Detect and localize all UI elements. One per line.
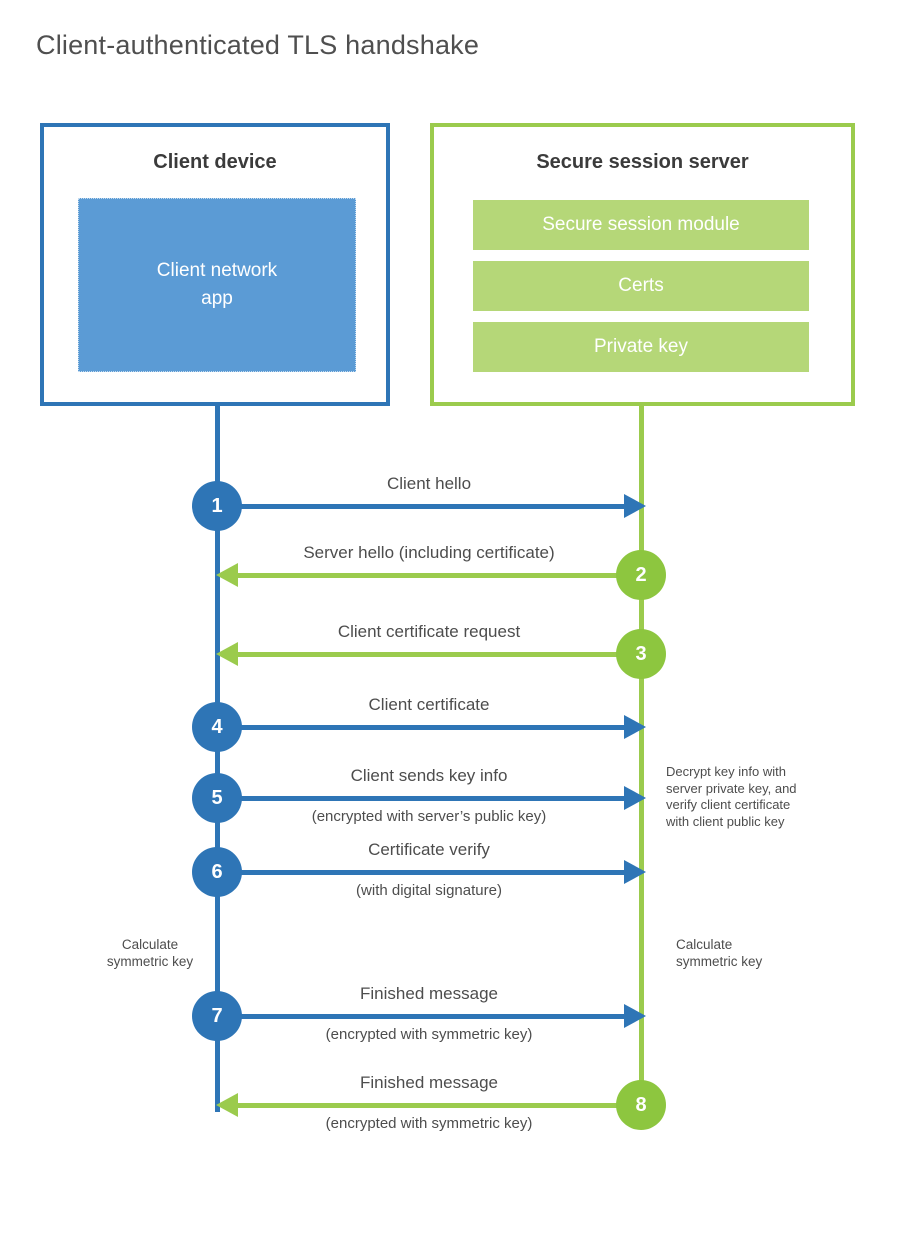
step-6-label: Certificate verify (368, 840, 490, 859)
step-6-number-badge: 6 (192, 847, 242, 897)
step-4-arrow (240, 725, 628, 730)
step-2-number-badge: 2 (616, 550, 666, 600)
step-7-label: Finished message (360, 984, 498, 1003)
step-5-number-badge: 5 (192, 773, 242, 823)
step-2-arrow (236, 573, 618, 578)
step-7-number-badge: 7 (192, 991, 242, 1041)
step-7-arrowhead-icon (624, 1004, 646, 1028)
step-8-label: Finished message (360, 1073, 498, 1092)
server-module-bar-secure-session-module: Secure session module (473, 200, 809, 250)
client-network-app-box: Client network app (78, 198, 356, 372)
diagram-title: Client-authenticated TLS handshake (36, 30, 480, 60)
step-7: 7 Finished message (encrypted with symme… (0, 976, 900, 1056)
server-title: Secure session server (536, 151, 749, 173)
step-6-sublabel: (with digital signature) (356, 882, 502, 899)
step-1-label: Client hello (386, 474, 472, 493)
step-1: 1 Client hello (0, 466, 900, 546)
step-3-arrowhead-icon (216, 642, 238, 666)
step-4-label: Client certificate (368, 695, 490, 714)
step-5-sublabel: (encrypted with server’s public key) (311, 808, 547, 825)
step-8-sublabel: (encrypted with symmetric key) (325, 1115, 533, 1132)
step-2-label: Server hello (including certificate) (303, 543, 555, 562)
step-5-arrowhead-icon (624, 786, 646, 810)
step-6-arrow (240, 870, 628, 875)
client-lifeline (215, 406, 220, 1112)
step-5: 5 Client sends key info (encrypted with … (0, 758, 900, 838)
server-module-bar-private-key: Private key (473, 322, 809, 372)
step-5-label: Client sends key info (350, 766, 508, 785)
step-4-arrowhead-icon (624, 715, 646, 739)
step-1-number-badge: 1 (192, 481, 242, 531)
step-5-arrow (240, 796, 628, 801)
step-8-arrow (236, 1103, 618, 1108)
step-3-arrow (236, 652, 618, 657)
step-7-sublabel: (encrypted with symmetric key) (325, 1026, 533, 1043)
step-3-label: Client certificate request (337, 622, 521, 641)
step-6: 6 Certificate verify (with digital signa… (0, 832, 900, 912)
step-8-number-badge: 8 (616, 1080, 666, 1130)
step-8-arrowhead-icon (216, 1093, 238, 1117)
calculate-symmetric-key-note-client: Calculate symmetric key (106, 937, 194, 969)
step-6-arrowhead-icon (624, 860, 646, 884)
client-device-title: Client device (153, 151, 277, 173)
server-lifeline (639, 406, 644, 1105)
step-3-number-badge: 3 (616, 629, 666, 679)
step-4-number-badge: 4 (192, 702, 242, 752)
step-3: 3 Client certificate request (0, 614, 900, 694)
step-1-arrowhead-icon (624, 494, 646, 518)
step-8: 8 Finished message (encrypted with symme… (0, 1065, 900, 1145)
calculate-symmetric-key-note-server: Calculate symmetric key (676, 937, 763, 969)
step-2: 2 Server hello (including certificate) (0, 535, 900, 615)
step-7-arrow (240, 1014, 628, 1019)
step-4: 4 Client certificate (0, 687, 900, 767)
decrypt-key-info-note: Decrypt key info with server private key… (666, 764, 797, 829)
server-box: Secure session server Secure session mod… (430, 123, 855, 406)
step-2-arrowhead-icon (216, 563, 238, 587)
client-device-box: Client device Client network app (40, 123, 390, 406)
server-module-bar-certs: Certs (473, 261, 809, 311)
step-1-arrow (240, 504, 628, 509)
